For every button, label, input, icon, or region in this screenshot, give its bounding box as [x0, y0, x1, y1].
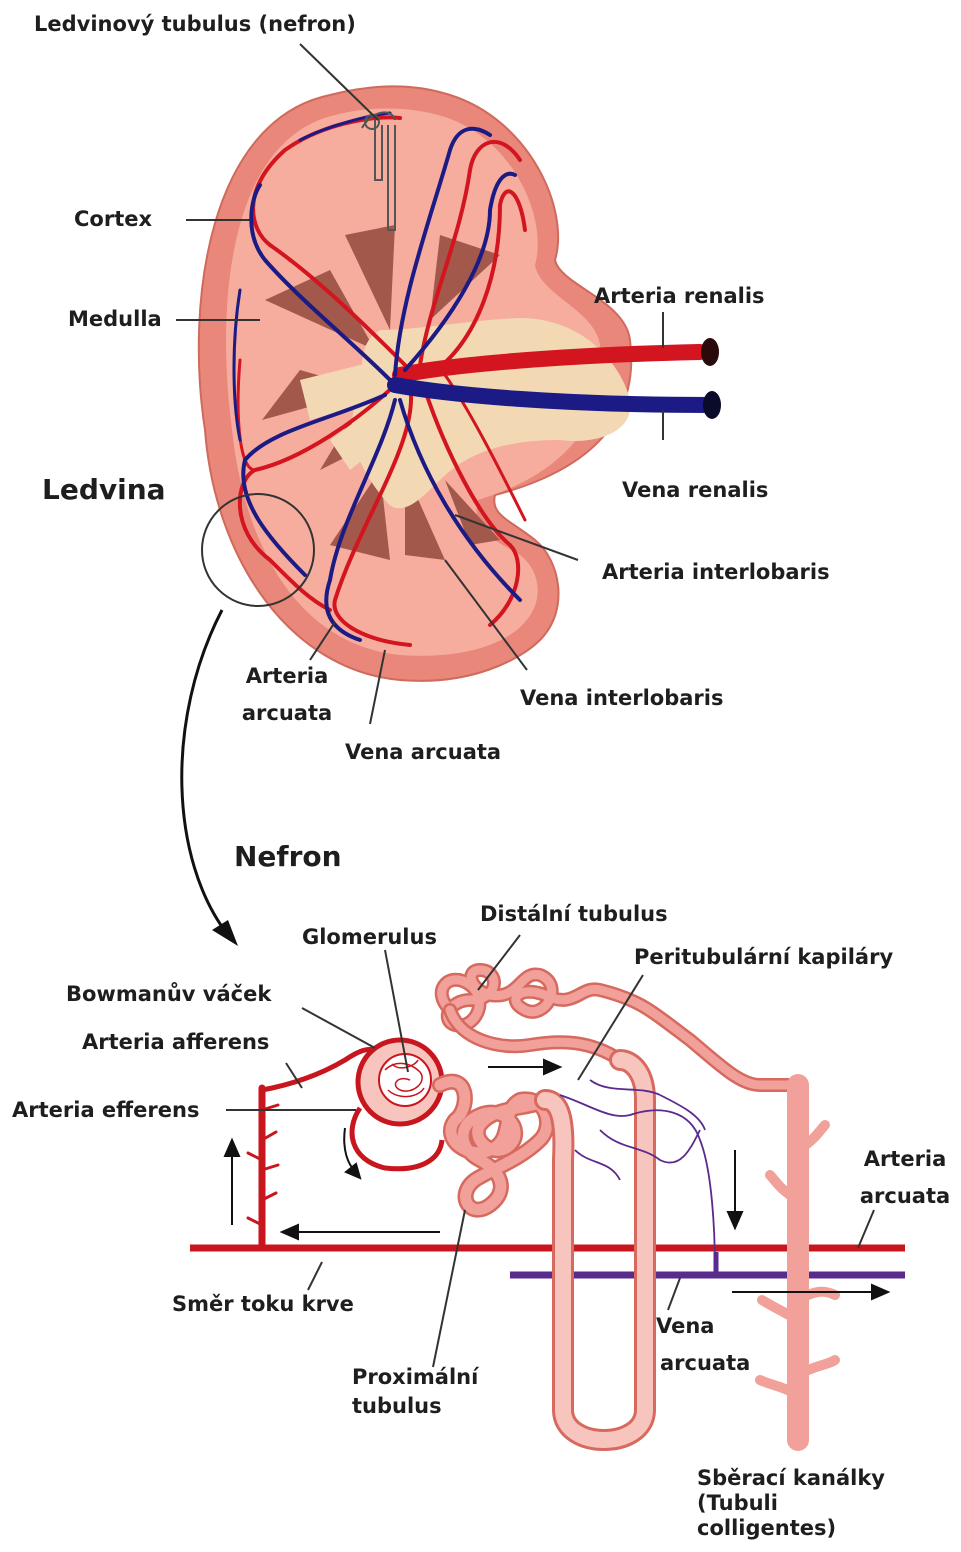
label-line: colligentes) [697, 1516, 885, 1541]
label-line: Arteria [232, 664, 342, 689]
label-arcuate-artery-bottom: Arteria arcuata [850, 1147, 960, 1209]
label-afferent-artery: Arteria afferens [82, 1030, 269, 1055]
label-glomerulus: Glomerulus [302, 925, 437, 950]
label-cortex: Cortex [74, 207, 152, 232]
label-medulla: Medulla [68, 307, 162, 332]
label-line: arcuata [660, 1351, 750, 1376]
label-renal-artery: Arteria renalis [594, 284, 765, 309]
label-arcuate-vein-top: Vena arcuata [345, 740, 501, 765]
label-arcuate-artery-top: Arteria arcuata [232, 664, 342, 726]
label-line: arcuata [232, 701, 342, 726]
label-line: (Tubuli [697, 1491, 885, 1516]
label-line: Arteria [850, 1147, 960, 1172]
label-nephron: Nefron [234, 840, 342, 874]
label-line: Proximální [352, 1365, 478, 1390]
label-blood-flow-direction: Směr toku krve [172, 1292, 354, 1317]
label-collecting-ducts: Sběrací kanálky (Tubuli colligentes) [697, 1466, 885, 1542]
label-renal-vein: Vena renalis [622, 478, 768, 503]
label-nephron-tubule: Ledvinový tubulus (nefron) [34, 12, 356, 37]
label-kidney: Ledvina [42, 473, 166, 507]
label-line: Vena [656, 1314, 750, 1339]
label-line: Sběrací kanálky [697, 1466, 885, 1491]
label-interlobar-artery: Arteria interlobaris [602, 560, 830, 585]
label-distal-tubule: Distální tubulus [480, 902, 668, 927]
label-efferent-artery: Arteria efferens [12, 1098, 199, 1123]
label-line: arcuata [850, 1184, 960, 1209]
label-arcuate-vein-bottom: Vena arcuata [656, 1314, 750, 1376]
label-line: tubulus [352, 1394, 478, 1419]
label-proximal-tubule: Proximální tubulus [352, 1365, 478, 1419]
label-interlobar-vein: Vena interlobaris [520, 686, 723, 711]
label-bowman-capsule: Bowmanův váček [66, 982, 271, 1007]
label-peritubular-capillaries: Peritubulární kapiláry [634, 945, 893, 970]
